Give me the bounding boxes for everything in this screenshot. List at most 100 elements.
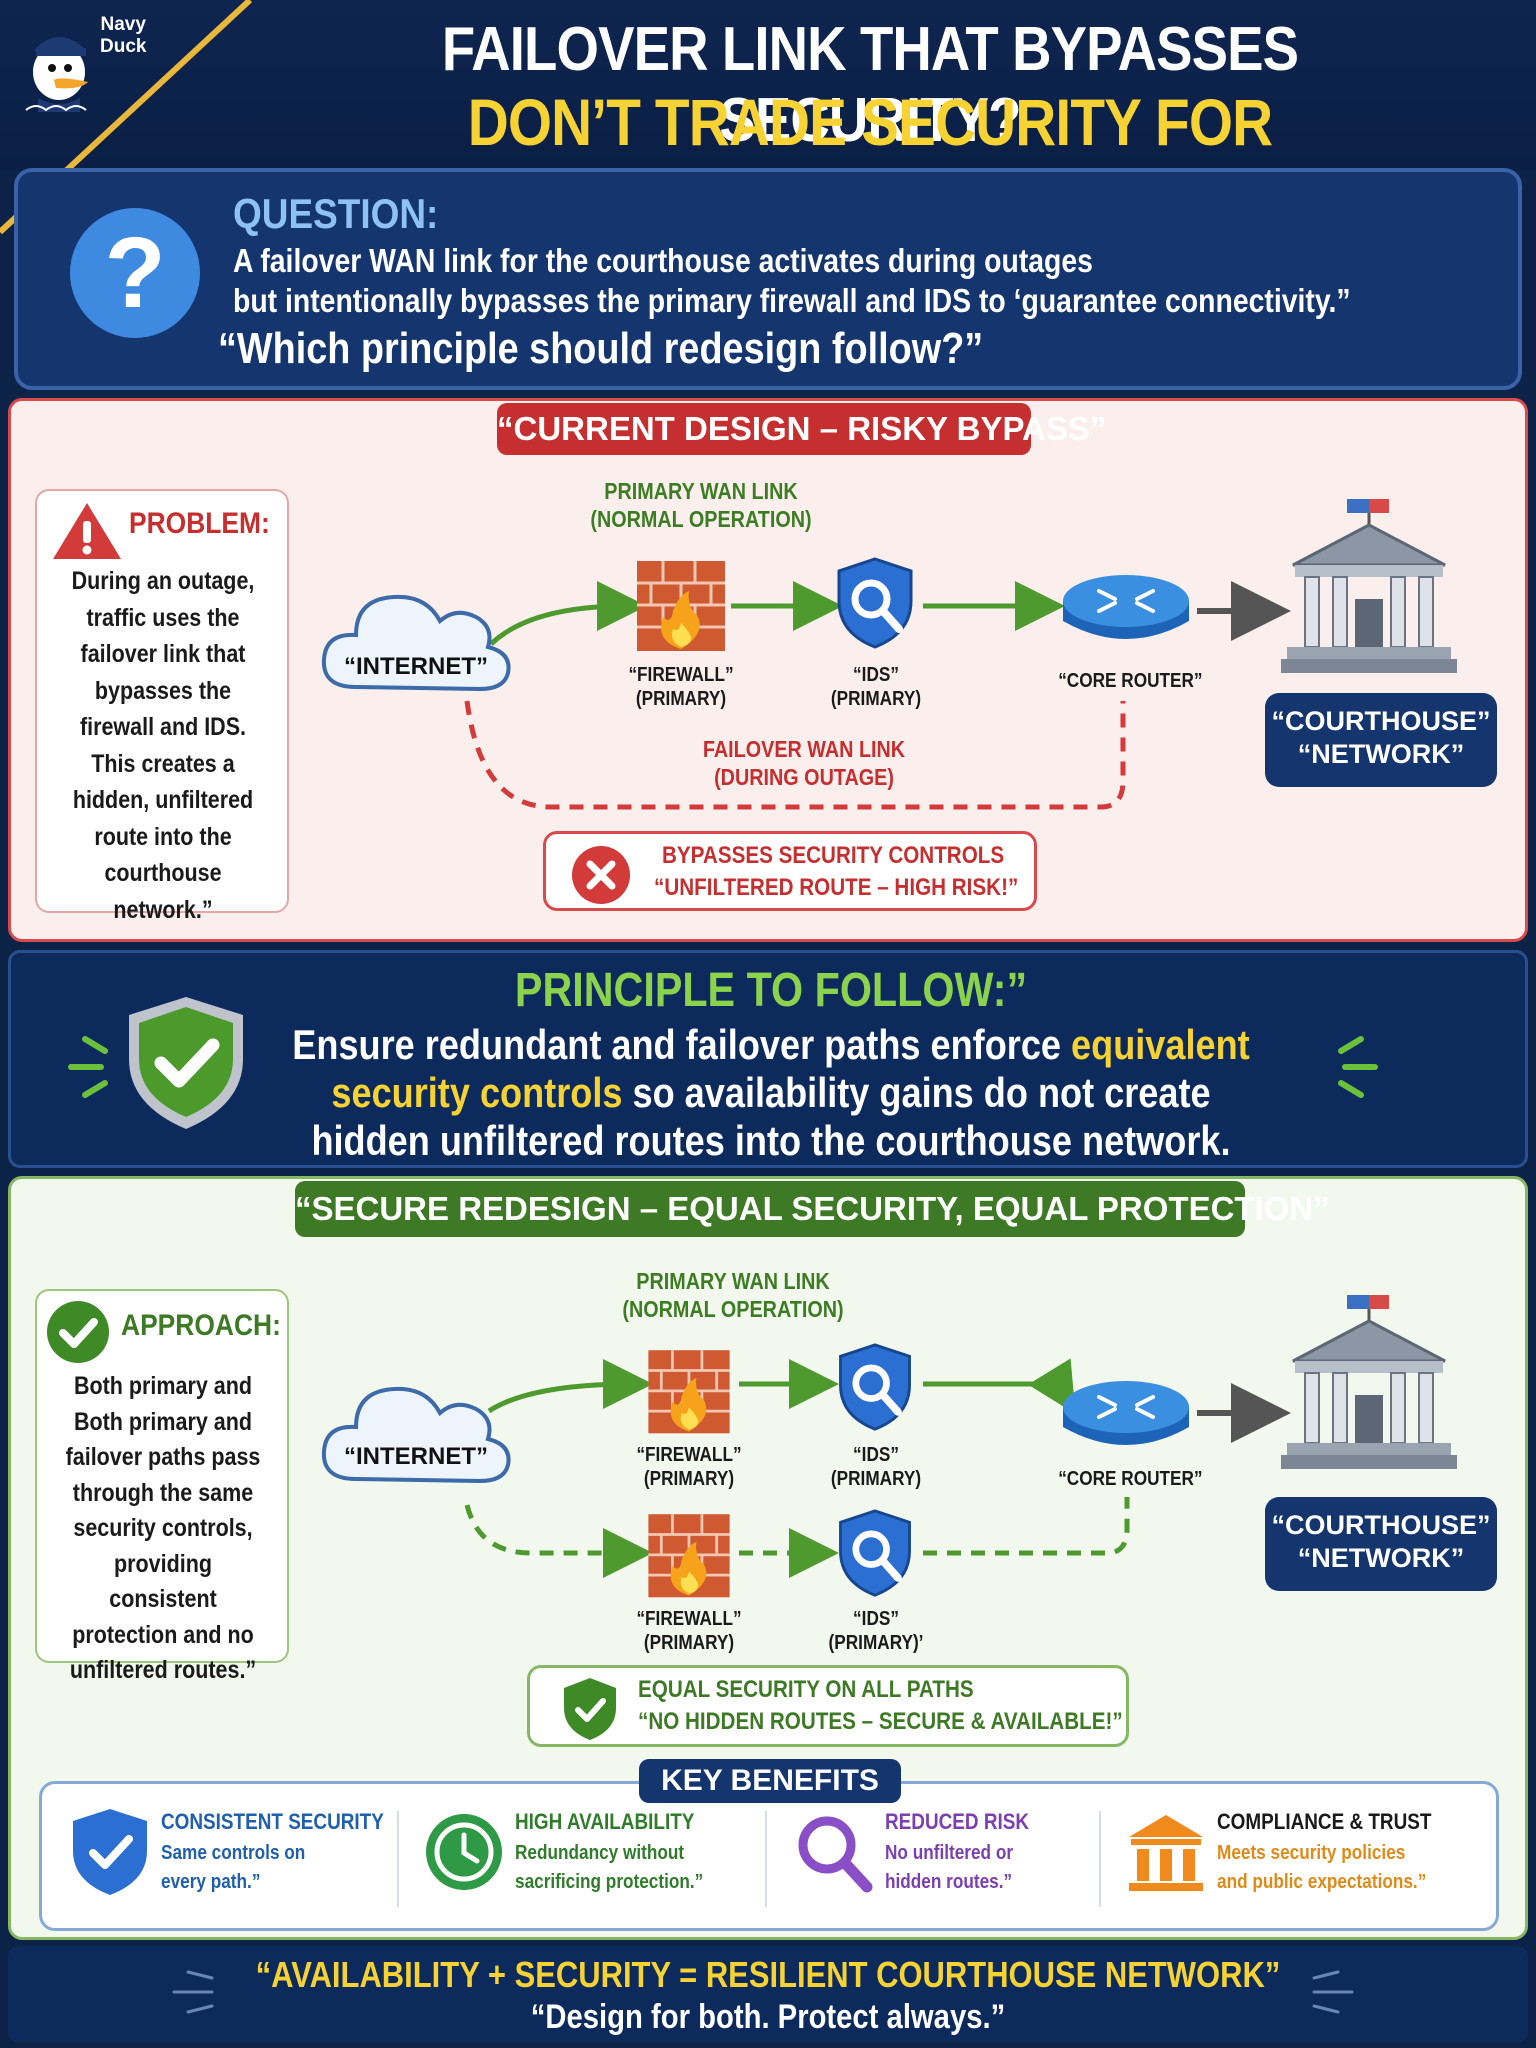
benefit-description-line1: Meets security policies xyxy=(1217,1842,1406,1864)
benefit-divider xyxy=(397,1811,399,1907)
approach-line: through the same xyxy=(72,1478,254,1507)
current-connectors xyxy=(464,581,1291,810)
equal-security-line1: EQUAL SECURITY ON ALL PATHS xyxy=(638,1676,974,1703)
current-design-banner: “CURRENT DESIGN – RISKY BYPASS” xyxy=(497,403,1106,455)
ids-label-line2: (PRIMARY) xyxy=(830,688,922,710)
core-router-label: “CORE ROUTER” xyxy=(1058,670,1203,692)
brand-name: Navy Duck xyxy=(100,14,146,58)
approach-label: APPROACH: xyxy=(121,1309,281,1342)
problem-line: hidden, unfiltered xyxy=(72,786,254,814)
benefit-description-line2: every path.” xyxy=(161,1871,261,1893)
check-shield-blue-icon xyxy=(73,1809,147,1895)
approach-line: unfiltered routes.” xyxy=(69,1656,257,1684)
arrow-ids-router-primary xyxy=(923,1358,1076,1415)
approach-line: failover paths pass xyxy=(65,1443,261,1471)
principle-line3: hidden unfiltered routes into the courth… xyxy=(311,1117,1231,1164)
clock-icon xyxy=(426,1814,502,1890)
problem-line: During an outage, xyxy=(71,567,255,595)
primary-link-label-secure-line2: (NORMAL OPERATION) xyxy=(622,1296,844,1322)
ids-primary-shield-icon xyxy=(839,1343,911,1431)
key-benefits-box xyxy=(39,1781,1499,1931)
question-line1: A failover WAN link for the courthouse a… xyxy=(233,242,1093,279)
benefit-description-line1: Same controls on xyxy=(161,1842,306,1864)
problem-box: PROBLEM: During an outage, traffic uses … xyxy=(35,489,289,924)
principle-line1-highlight: equivalent xyxy=(1071,1021,1250,1068)
bypass-warning-line2: “UNFILTERED ROUTE – HIGH RISK!” xyxy=(654,874,1019,901)
approach-line: Both primary and xyxy=(73,1407,252,1436)
title-line1: FAILOVER LINK THAT BYPASSES SECURITY? xyxy=(441,15,1299,155)
problem-description: During an outage, traffic uses the failo… xyxy=(60,563,266,928)
problem-line: bypasses the xyxy=(94,676,232,705)
benefit-title: COMPLIANCE & TRUST xyxy=(1217,1809,1432,1834)
question-line2: but intentionally bypasses the primary f… xyxy=(233,282,1351,319)
firewall-failover-label-line2: (PRIMARY) xyxy=(643,1632,735,1654)
benefit-description: Same controls on every path.” xyxy=(161,1839,305,1897)
ids-shield-icon xyxy=(837,557,913,649)
arrow-internet-firewall xyxy=(489,581,647,646)
benefit-description-line1: No unfiltered or xyxy=(885,1842,1014,1864)
ids-primary-label-line2: (PRIMARY) xyxy=(830,1468,922,1490)
benefit-divider xyxy=(1099,1811,1101,1907)
bypass-warning-box: BYPASSES SECURITY CONTROLS “UNFILTERED R… xyxy=(543,831,1037,911)
benefit-title: CONSISTENT SECURITY xyxy=(161,1809,384,1834)
core-router-icon xyxy=(1063,575,1189,639)
sparkle-right-icon xyxy=(1338,1036,1378,1098)
firewall-primary-label-line2: (PRIMARY) xyxy=(643,1468,735,1490)
benefit-divider xyxy=(765,1811,767,1907)
problem-line: This creates a xyxy=(91,749,235,778)
question-label: QUESTION: xyxy=(233,190,439,237)
primary-link-label: PRIMARY WAN LINK (NORMAL OPERATION) xyxy=(582,477,819,533)
question-panel: ? QUESTION: A failover WAN link for the … xyxy=(14,168,1522,390)
benefit-reduced-risk: REDUCED RISK No unfiltered or hidden rou… xyxy=(793,1799,1133,1909)
firewall-label-line2: (PRIMARY) xyxy=(635,688,727,710)
footer-banner: “AVAILABILITY + SECURITY = RESILIENT COU… xyxy=(8,1946,1528,2042)
firewall-icon xyxy=(637,561,725,651)
brand-name-line2: Duck xyxy=(100,36,147,57)
primary-link-label-line2: (NORMAL OPERATION) xyxy=(590,506,812,532)
approach-line: protection and no xyxy=(72,1620,254,1649)
primary-link-label-secure-line1: PRIMARY WAN LINK xyxy=(636,1268,830,1294)
equal-security-line2: “NO HIDDEN ROUTES – SECURE & AVAILABLE!” xyxy=(638,1708,1123,1735)
principle-line2-highlight: security controls xyxy=(331,1069,623,1116)
ids-failover-label: “IDS” (PRIMARY)’ xyxy=(820,1607,932,1655)
bypass-warning-line1: BYPASSES SECURITY CONTROLS xyxy=(662,842,1005,869)
benefit-description: No unfiltered or hidden routes.” xyxy=(885,1839,1013,1897)
courthouse-network-box: “COURTHOUSE” “NETWORK” xyxy=(1265,693,1497,787)
approach-box: APPROACH: Both primary and Both primary … xyxy=(35,1289,289,1684)
courthouse-network-box-secure: “COURTHOUSE” “NETWORK” xyxy=(1265,1497,1497,1591)
arrow-ids-router-failover xyxy=(923,1497,1130,1556)
question-line3: “Which principle should redesign follow?… xyxy=(218,324,984,373)
failover-link-label-line2: (DURING OUTAGE) xyxy=(714,764,894,790)
benefit-high-availability: HIGH AVAILABILITY Redundancy without sac… xyxy=(423,1799,763,1909)
internet-label-secure: “INTERNET” xyxy=(344,1443,488,1470)
approach-line: security controls, xyxy=(73,1514,253,1542)
courthouse-label-line2: “NETWORK” xyxy=(1297,739,1465,769)
brand-name-line1: Navy xyxy=(100,14,146,35)
ids-primary-label: “IDS” (PRIMARY) xyxy=(820,1443,932,1491)
ids-failover-label-line1: “IDS” xyxy=(853,1608,899,1630)
question-mark-icon: ? xyxy=(70,208,200,338)
secure-connectors xyxy=(464,1358,1291,1578)
problem-line: failover link that xyxy=(80,640,246,668)
firewall-label-line1: “FIREWALL” xyxy=(628,664,734,686)
current-design-panel: “CURRENT DESIGN – RISKY BYPASS” PROBLEM:… xyxy=(8,398,1528,942)
navy-duck-logo xyxy=(25,37,88,112)
benefit-description-line2: hidden routes.” xyxy=(885,1871,1013,1893)
benefit-description-line2: sacrificing protection.” xyxy=(515,1871,704,1893)
benefit-description-line2: and public expectations.” xyxy=(1217,1871,1427,1893)
principle-line2: security controls so availability gains … xyxy=(117,1069,1424,1117)
problem-line: route into the xyxy=(94,822,232,851)
firewall-primary-label-line1: “FIREWALL” xyxy=(636,1444,742,1466)
magnifier-icon xyxy=(798,1816,873,1893)
footer-line1: “AVAILABILITY + SECURITY = RESILIENT COU… xyxy=(255,1954,1281,1995)
firewall-failover-label: “FIREWALL” (PRIMARY) xyxy=(632,1607,746,1655)
check-circle-icon xyxy=(47,1301,109,1363)
internet-cloud-icon xyxy=(321,594,511,692)
principle-line1-text: Ensure redundant and failover paths enfo… xyxy=(292,1021,1072,1068)
firewall-failover-icon xyxy=(648,1514,730,1598)
firewall-primary-icon xyxy=(648,1350,730,1434)
benefit-compliance-trust: COMPLIANCE & TRUST Meets security polici… xyxy=(1125,1799,1465,1909)
firewall-primary-label: “FIREWALL” (PRIMARY) xyxy=(632,1443,746,1491)
primary-link-label-line1: PRIMARY WAN LINK xyxy=(604,478,798,504)
firewall-label: “FIREWALL” (PRIMARY) xyxy=(624,663,738,711)
